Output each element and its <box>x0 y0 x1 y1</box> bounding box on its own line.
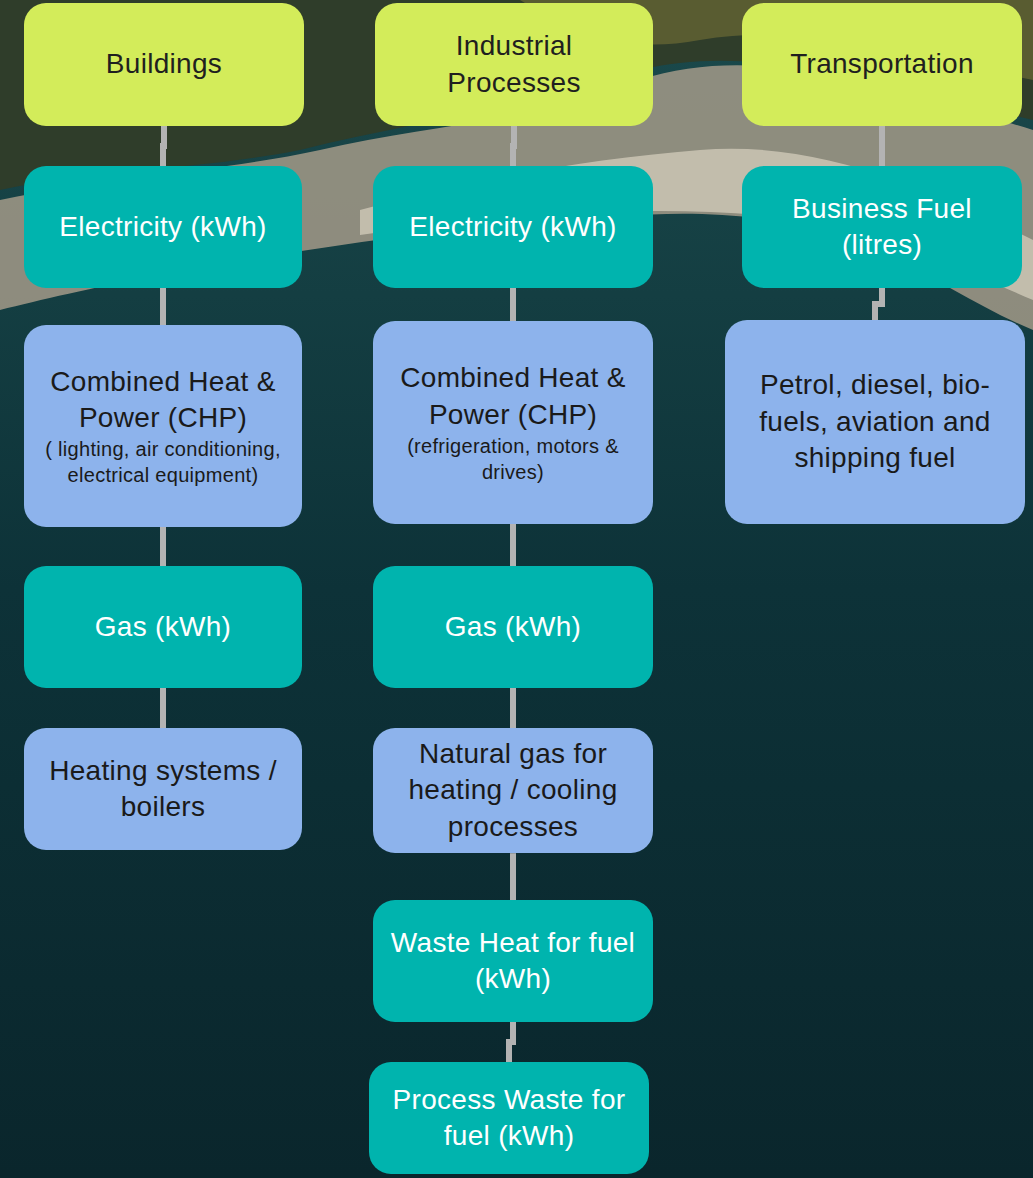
connector-line <box>510 688 516 728</box>
box-label: Gas (kWh) <box>445 609 581 645</box>
connector-line <box>160 688 166 728</box>
energy-source-box: Electricity (kWh) <box>24 166 302 288</box>
connector-line <box>160 527 166 566</box>
box-label: Gas (kWh) <box>95 609 231 645</box>
shore-sand <box>360 149 1033 300</box>
usage-detail: ( lighting, air conditioning, electrical… <box>34 436 292 488</box>
category-header: Buildings <box>24 3 304 126</box>
box-label: Heating systems / boilers <box>34 753 292 826</box>
box-label: Industrial Processes <box>385 28 643 101</box>
box-label: Business Fuel (litres) <box>752 191 1012 264</box>
connector-line <box>510 524 516 566</box>
connector-line <box>513 126 514 166</box>
category-header: Transportation <box>742 3 1022 126</box>
energy-source-box: Gas (kWh) <box>24 566 302 688</box>
energy-source-box: Business Fuel (litres) <box>742 166 1022 288</box>
box-label: Transportation <box>790 46 974 82</box>
connector-line <box>510 853 516 900</box>
box-label: Waste Heat for fuel (kWh) <box>383 925 643 998</box>
box-label: Process Waste for fuel (kWh) <box>379 1082 639 1155</box>
category-header: Industrial Processes <box>375 3 653 126</box>
box-label: Combined Heat & Power (CHP) <box>383 360 643 433</box>
connector-line <box>160 288 166 325</box>
box-label: Buildings <box>106 46 222 82</box>
connector-line <box>163 126 164 166</box>
box-label: Electricity (kWh) <box>59 209 266 245</box>
box-label: Combined Heat & Power (CHP) <box>34 364 292 437</box>
connector-line <box>879 126 885 166</box>
energy-source-box: Waste Heat for fuel (kWh) <box>373 900 653 1022</box>
connector-line <box>510 288 516 321</box>
energy-source-box: Electricity (kWh) <box>373 166 653 288</box>
box-label: Electricity (kWh) <box>409 209 616 245</box>
connector-line <box>509 1022 513 1062</box>
usage-box: Combined Heat & Power (CHP)(refrigeratio… <box>373 321 653 524</box>
box-label: Natural gas for heating / cooling proces… <box>383 736 643 845</box>
connector-line <box>875 288 882 320</box>
energy-source-box: Gas (kWh) <box>373 566 653 688</box>
energy-source-box: Process Waste for fuel (kWh) <box>369 1062 649 1174</box>
usage-box: Heating systems / boilers <box>24 728 302 850</box>
usage-detail: (refrigeration, motors & drives) <box>383 433 643 485</box>
usage-box: Combined Heat & Power (CHP)( lighting, a… <box>24 325 302 527</box>
box-label: Petrol, diesel, bio-fuels, aviation and … <box>735 367 1015 476</box>
usage-box: Natural gas for heating / cooling proces… <box>373 728 653 853</box>
usage-box: Petrol, diesel, bio-fuels, aviation and … <box>725 320 1025 524</box>
